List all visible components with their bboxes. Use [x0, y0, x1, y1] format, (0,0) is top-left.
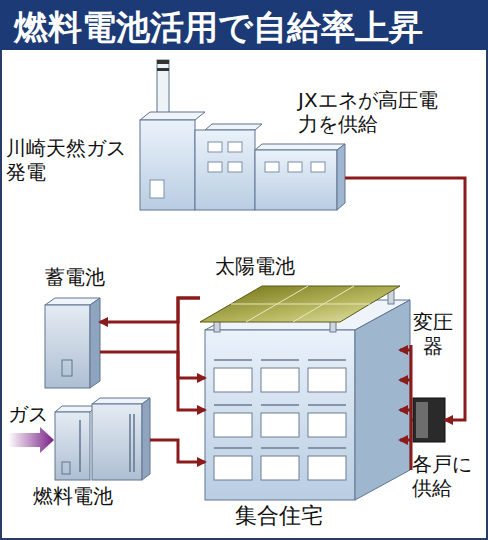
power-line — [400, 345, 413, 470]
annotation: ガス — [8, 402, 58, 426]
plant-side — [337, 144, 345, 210]
fuelcell-top — [92, 398, 150, 404]
window — [261, 456, 299, 480]
fuelcell-detail — [80, 414, 134, 472]
gas-arrow — [8, 427, 54, 453]
window — [214, 413, 252, 437]
node-label: 蓄電池 — [45, 265, 125, 289]
apartment-building: 集合住宅 — [205, 300, 400, 500]
window — [308, 413, 346, 437]
wire-segment — [400, 349, 411, 352]
wire-segment — [100, 298, 200, 322]
plant-roof — [140, 112, 205, 120]
window — [261, 413, 299, 437]
power-line — [150, 440, 205, 462]
plant-window — [228, 142, 242, 152]
transformer: 変圧器 — [413, 398, 445, 442]
plant-roof — [255, 144, 345, 150]
node-label: 燃料電池 — [33, 484, 143, 508]
window — [214, 368, 252, 392]
wire-segment — [100, 352, 205, 410]
plant-window — [288, 162, 302, 172]
balcony — [214, 360, 346, 448]
edge-label: 各戸に供給 — [412, 452, 478, 501]
panel-grid — [231, 286, 370, 322]
battery-side — [90, 298, 100, 388]
building-side — [355, 300, 410, 500]
power-line — [178, 298, 205, 378]
battery: 蓄電池 — [45, 298, 100, 388]
wire-segment — [178, 298, 205, 378]
transformer-box — [413, 398, 445, 442]
window — [214, 456, 252, 480]
plant-door — [150, 180, 164, 198]
building-front — [205, 330, 355, 500]
solar-panel: 太陽電池 — [200, 284, 400, 324]
plant-window — [208, 162, 222, 172]
battery-front — [45, 305, 90, 388]
battery-detail — [62, 360, 72, 376]
title-text: 燃料電池活用で自給率上昇 — [14, 5, 423, 51]
fuelcell-side — [142, 398, 150, 480]
edge-label: JXエネが高圧電力を供給 — [298, 88, 438, 137]
windows — [214, 360, 346, 480]
title-band — [0, 0, 488, 50]
plant-window — [265, 162, 279, 172]
wire-segment — [400, 409, 411, 412]
chimney-band — [157, 60, 169, 64]
wire-segment — [410, 345, 413, 470]
window — [308, 368, 346, 392]
plant-block — [195, 130, 255, 210]
fuelcell-top — [55, 406, 97, 412]
node-label: 太陽電池 — [215, 254, 315, 278]
chimney-band — [157, 68, 169, 71]
plant-block — [140, 120, 195, 210]
power-line — [100, 298, 200, 322]
plant-window — [228, 162, 242, 172]
power-line — [100, 352, 205, 410]
fuel-cell: 燃料電池 — [55, 398, 150, 480]
wire-segment — [400, 379, 411, 382]
plant-block — [255, 150, 337, 210]
window — [308, 456, 346, 480]
fuelcell-detail — [62, 462, 70, 474]
wire-segment — [400, 439, 411, 442]
node-label: 集合住宅 — [235, 503, 355, 530]
fuelcell-unit — [55, 412, 90, 480]
plant-window — [208, 142, 222, 152]
node-label: 変圧器 — [411, 310, 455, 359]
solar-panel — [200, 286, 400, 322]
node-label: 川崎天然ガス発電 — [6, 136, 134, 185]
plant-window — [311, 162, 325, 172]
wire-segment — [345, 178, 465, 420]
power-line — [345, 178, 465, 420]
transformer-face — [416, 402, 428, 438]
window — [261, 368, 299, 392]
wire-segment — [150, 440, 205, 462]
plant-roof — [205, 124, 262, 130]
